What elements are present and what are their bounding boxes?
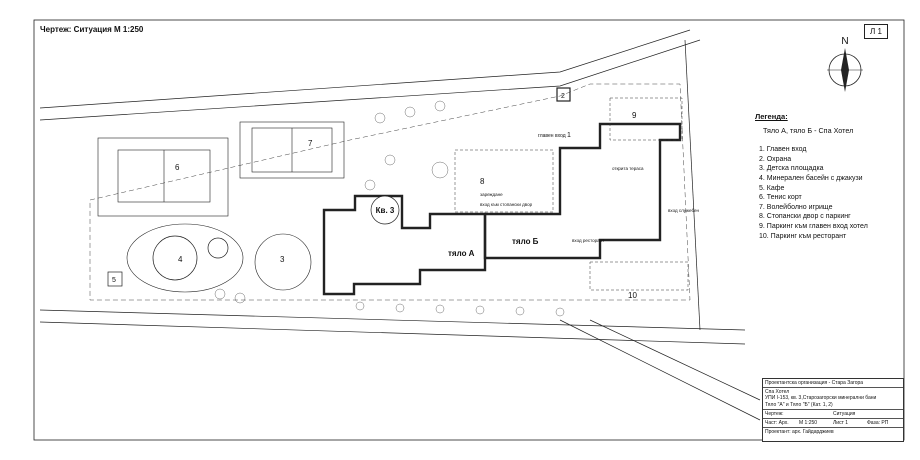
legend: Легенда: Тяло А, тяло Б - Спа Хотел 1. Г… (755, 112, 905, 241)
legend-item: 1. Главен вход (759, 146, 807, 154)
guard-house-number: 2 (561, 93, 565, 100)
tree (435, 304, 445, 314)
drawing-frame (33, 19, 905, 441)
restaurant-entrance-label: вход ресторант (572, 238, 604, 243)
parking-10-number: 10 (628, 291, 637, 300)
playground-circle (254, 233, 312, 291)
pool-outer (126, 223, 244, 293)
legend-item: 9. Паркинг към главен вход хотел (759, 222, 868, 230)
cafe-building (107, 271, 123, 287)
road-north-edge-2 (39, 29, 691, 109)
stamp-organization: Проектантска организация - Стара Загора (763, 379, 903, 389)
road-south-edge-2 (39, 321, 746, 345)
playground: 3 (254, 233, 312, 291)
stamp-part: Част: Арх. (765, 420, 789, 427)
roads (39, 29, 761, 421)
legend-item: 5. Кафе (759, 184, 785, 192)
tree (234, 292, 246, 304)
service-entrance-label: вход служебен (668, 208, 700, 213)
title-block: Проектантска организация - Стара Загора … (762, 378, 904, 442)
jacuzzi (207, 237, 229, 259)
road-diagonal-2 (589, 319, 761, 401)
tree (395, 303, 405, 313)
parking-10: 10 (589, 261, 689, 300)
building-a: тяло А Кв. 3 (322, 194, 487, 296)
tree (515, 306, 525, 316)
road-east-edge (684, 39, 701, 331)
legend-item: 3. Детска площадка (759, 165, 824, 173)
kv-circle (370, 195, 400, 225)
pool-number: 4 (178, 255, 183, 264)
drawing-title: Чертеж: Ситуация М 1:250 (40, 25, 144, 34)
plot-boundary (89, 83, 691, 301)
service-yard-number: 8 (480, 177, 485, 186)
road-south-edge-1 (39, 309, 746, 331)
stamp-designer: Проектант: арх. Гайдарджиев (765, 429, 834, 436)
tree (475, 305, 485, 315)
tree-markers (214, 100, 565, 317)
legend-list: 1. Главен вход 2. Охрана 3. Детска площа… (755, 145, 905, 241)
tree (384, 154, 396, 166)
court-6-area (97, 137, 229, 217)
stamp-project: Спа Хотел (765, 389, 790, 396)
court-7-area (239, 121, 345, 179)
tree (434, 100, 446, 112)
court-7-number: 7 (308, 139, 313, 148)
legend-title: Легенда: (755, 112, 788, 121)
tree (355, 301, 365, 311)
tree (364, 179, 376, 191)
road-diagonal-1 (559, 319, 761, 421)
tennis-court: 6 (97, 137, 229, 217)
legend-item: 10. Паркинг към ресторант (759, 232, 847, 240)
tree (431, 161, 449, 179)
cafe-number: 5 (112, 277, 116, 284)
stamp-drawing-label: Чертеж: (765, 410, 784, 417)
stamp-drawing-row: Чертеж: Ситуация (763, 410, 903, 420)
volleyball-court: 7 (239, 121, 345, 179)
court-6-number: 6 (175, 163, 180, 172)
stamp-phase: Фаза: РП (867, 420, 889, 427)
yard-entrance-label: вход към стопански двор (480, 202, 533, 207)
stamp-details-row: Част: Арх. М 1:250 Лист 1 Фаза: РП (763, 419, 903, 429)
playground-number: 3 (280, 255, 285, 264)
main-entrance-label: главен вход (538, 133, 566, 139)
north-arrow: N (827, 36, 863, 92)
block-a-outline (322, 194, 487, 296)
block-a-label: тяло А (448, 249, 475, 258)
tree (214, 288, 226, 300)
block-b-label: тяло Б (512, 237, 539, 246)
loading-label: зареждане (480, 192, 503, 197)
tree (404, 106, 416, 118)
stamp-sheet: Лист 1 (833, 420, 849, 427)
road-north-edge-1 (39, 39, 701, 121)
parking-9-area (609, 97, 683, 141)
tree (374, 112, 386, 124)
north-arrow-label: N (841, 36, 848, 47)
legend-item: 6. Тенис корт (759, 194, 802, 202)
stamp-scale: М 1:250 (799, 420, 818, 427)
parking-10-area (589, 261, 689, 291)
guard-house-box (556, 87, 571, 102)
legend-subtitle: Тяло А, тяло Б - Спа Хотел (763, 125, 854, 135)
cafe: 5 (107, 271, 123, 287)
kv-label: Кв. 3 (376, 206, 395, 215)
stamp-location: УПИ I-153, кв. 3,Старозагорски минерални… (765, 395, 877, 402)
stamp-project-info: Спа Хотел УПИ I-153, кв. 3,Старозагорски… (763, 388, 903, 410)
terrace-label: открита тераса (612, 166, 644, 171)
stamp-blocks: Тяло "А" и Тяло "Б" (Кат. 1, 2) (765, 401, 833, 408)
legend-item: 8. Стопански двор с паркинг (759, 213, 851, 221)
parking-9: 9 (609, 97, 683, 141)
legend-item: 2. Охрана (759, 155, 792, 163)
sheet-number: Л 1 (864, 24, 888, 39)
legend-item: 7. Волейболно игрище (759, 203, 833, 211)
stamp-drawing-name: Ситуация (833, 410, 856, 417)
pool-basin (152, 235, 198, 281)
parking-9-number: 9 (632, 111, 637, 120)
guard-house: 2 (556, 87, 571, 102)
pool-area: 4 (126, 223, 244, 293)
tree (555, 307, 565, 317)
legend-item: 4. Минерален басейн с джакузи (759, 174, 863, 182)
main-entrance-number: 1 (567, 132, 571, 139)
